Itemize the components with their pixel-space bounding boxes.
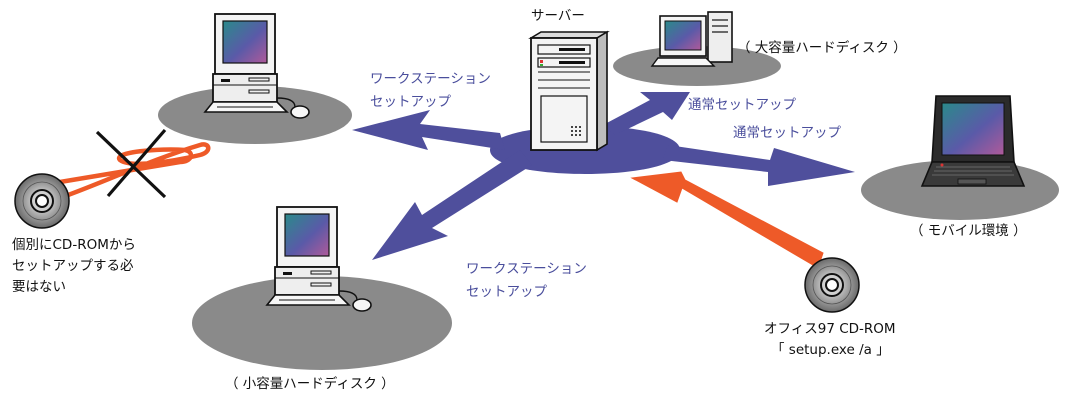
mobile-label: （ モバイル環境 ）	[910, 223, 1027, 239]
workstation-setup-bottom-label-1: ワークステーション	[466, 261, 587, 277]
small-disk-platform	[192, 276, 452, 370]
office-cd-rom-icon	[804, 257, 860, 313]
network-arrows	[352, 92, 855, 260]
cross-icon	[95, 128, 167, 199]
cd-rom-icon	[14, 173, 70, 229]
crossed-cd-path	[57, 128, 211, 201]
workstation-setup-top-label-2: セットアップ	[370, 94, 451, 110]
no-cd-note-line-2: セットアップする必	[12, 258, 134, 274]
server-label: サーバー	[531, 8, 585, 24]
install-arrow	[630, 171, 824, 269]
office-cd-label-2: 「 setup.exe /a 」	[771, 342, 890, 358]
workstation-setup-top-label-1: ワークステーション	[370, 71, 491, 87]
large-disk-pc-icon	[650, 11, 733, 67]
office-cd-label-1: オフィス97 CD-ROM	[764, 321, 896, 337]
small-disk-pc-icon	[266, 206, 372, 312]
no-cd-note-line-1: 個別にCD-ROMから	[12, 237, 136, 253]
arrow-to-mobile	[663, 145, 855, 186]
arrow-to-workstation-top	[352, 110, 505, 150]
server-icon	[528, 30, 610, 152]
arrow-to-large-disk	[603, 92, 690, 135]
normal-setup-label-1: 通常セットアップ	[688, 97, 796, 113]
large-disk-label: （ 大容量ハードディスク ）	[737, 40, 907, 56]
arrow-to-small-disk	[372, 150, 532, 260]
desktop-pc-icon	[204, 13, 310, 119]
workstation-setup-bottom-label-2: セットアップ	[466, 284, 547, 300]
small-disk-label: （ 小容量ハードディスク ）	[225, 376, 395, 392]
laptop-icon	[920, 95, 1026, 187]
normal-setup-label-2: 通常セットアップ	[733, 125, 841, 141]
no-cd-note-line-3: 要はない	[12, 279, 66, 295]
workstation-top-platform	[158, 86, 352, 144]
